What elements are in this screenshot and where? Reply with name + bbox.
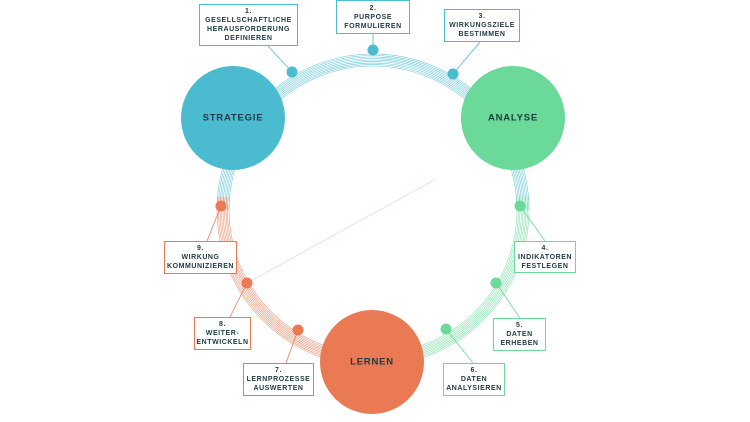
step-text-line: AUSWERTEN	[253, 385, 304, 392]
step-connectors	[206, 34, 546, 364]
step-box-4: 4. INDIKATOREN FESTLEGEN	[514, 241, 576, 273]
phase-label-strategie: STRATEGIE	[203, 113, 264, 124]
step-dot-1	[286, 66, 298, 78]
step-number: 7.	[275, 367, 282, 374]
step-connector-6	[445, 328, 474, 364]
step-dot-2	[367, 44, 379, 56]
step-text-line: KOMMUNIZIEREN	[166, 263, 235, 270]
step-number: 8.	[219, 321, 226, 328]
phase-label-analyse: ANALYSE	[488, 113, 538, 124]
step-box-2: 2. PURPOSE FORMULIEREN	[336, 0, 410, 34]
phase-circle-lernen	[320, 310, 424, 414]
step-text-line: WIRKUNGSZIELE	[449, 22, 515, 29]
step-text-line: HERAUSFORDERUNG	[207, 26, 290, 33]
step-number: 6.	[470, 367, 478, 374]
step-dot-5	[490, 277, 502, 289]
step-box-5: 5. DATEN ERHEBEN	[493, 318, 546, 351]
step-box-9: 9. WIRKUNG KOMMUNIZIEREN	[164, 241, 237, 274]
step-dot-6	[440, 323, 452, 335]
step-dots	[215, 44, 526, 336]
step-box-7: 7. LERNPROZESSE AUSWERTEN	[243, 363, 314, 396]
phase-label-lernen: LERNEN	[350, 357, 394, 368]
step-number: 2.	[369, 4, 377, 12]
step-box-3: 3. WIRKUNGSZIELE BESTIMMEN	[444, 9, 520, 42]
step-connector-8	[229, 282, 248, 318]
step-text-line: ERHEBEN	[500, 340, 539, 347]
step-connector-1	[267, 45, 293, 73]
step-text-line: GESELLSCHAFTLICHE	[205, 17, 292, 24]
step-text-line: DATEN	[460, 376, 488, 383]
step-number: 4.	[541, 244, 549, 252]
step-connector-3	[452, 41, 481, 75]
step-number: 5.	[516, 322, 523, 329]
step-dot-4	[514, 200, 526, 212]
step-text-line: FESTLEGEN	[521, 262, 569, 270]
step-text-line: WEITER-	[205, 330, 240, 337]
step-number: 1.	[245, 8, 252, 15]
step-dot-3	[447, 68, 459, 80]
step-text-line: BESTIMMEN	[458, 31, 506, 38]
feedback-line	[246, 178, 437, 284]
step-text-line: INDIKATOREN	[518, 253, 573, 261]
step-connector-5	[495, 282, 521, 319]
step-text-line: WIRKUNG	[181, 254, 220, 261]
step-text-line: DEFINIEREN	[224, 35, 273, 42]
phase-circle-strategie	[181, 66, 285, 170]
step-number: 9.	[197, 245, 204, 252]
step-box-8: 8. WEITER- ENTWICKELN	[194, 317, 251, 350]
step-text-line: DATEN	[506, 331, 533, 338]
step-text-line: PURPOSE	[353, 13, 393, 21]
step-number: 3.	[478, 13, 486, 20]
step-text-line: ENTWICKELN	[196, 339, 249, 346]
step-text-line: LERNPROZESSE	[246, 376, 311, 383]
phase-circle-analyse	[461, 66, 565, 170]
step-box-1: 1. GESELLSCHAFTLICHE HERAUSFORDERUNG DEF…	[199, 4, 298, 46]
step-dot-7	[292, 324, 304, 336]
step-dot-8	[241, 277, 253, 289]
step-text-line: FORMULIEREN	[344, 22, 402, 30]
step-dot-9	[215, 200, 227, 212]
step-connector-7	[285, 329, 299, 364]
step-connector-9	[206, 205, 222, 242]
step-box-6: 6. DATEN ANALYSIEREN	[443, 363, 505, 396]
step-text-line: ANALYSIEREN	[446, 385, 502, 392]
step-connector-4	[519, 205, 546, 242]
